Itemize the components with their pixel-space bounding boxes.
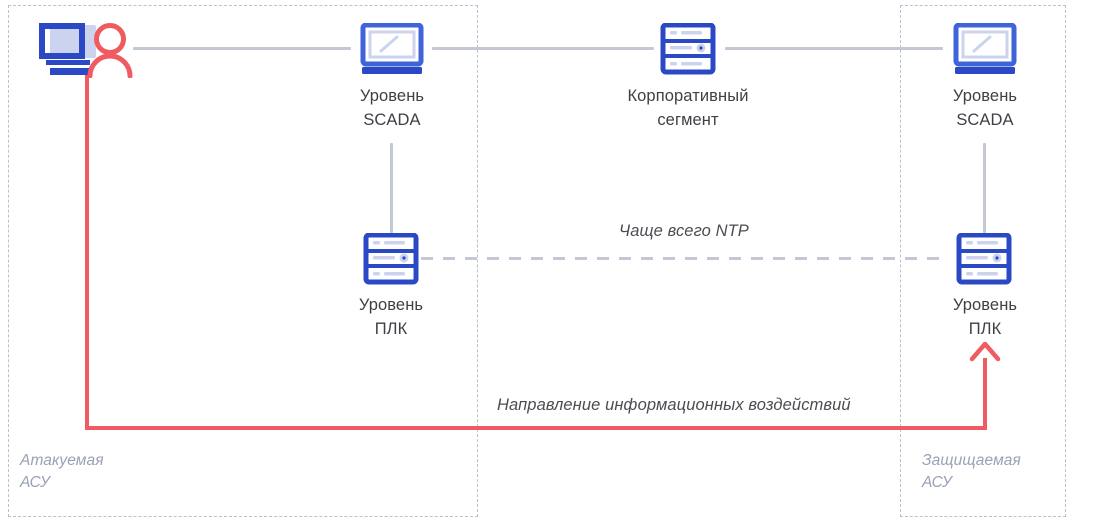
node-label-scada-left: Уровень SCADA xyxy=(359,87,425,129)
connector-scada-right-to-plc-right xyxy=(983,143,986,233)
annotation-attack-direction: Направление информационных воздействий xyxy=(497,396,851,414)
connector-scada-left-to-corporate xyxy=(432,47,654,50)
zone-label-protected: Защищаемая АСУ xyxy=(922,452,1021,491)
annotation-ntp: Чаще всего NTP xyxy=(619,222,749,240)
plc-server-icon-left xyxy=(363,233,419,285)
attacker-workstation-icon xyxy=(39,23,133,78)
attack-path-vertical-right xyxy=(983,358,987,428)
attack-path-horizontal-bottom xyxy=(85,426,987,430)
connector-attacker-to-scada-left xyxy=(133,47,351,50)
zone-attacked-ics xyxy=(8,5,478,517)
connector-ntp-dashed-link xyxy=(421,257,948,260)
zone-protected-ics xyxy=(900,5,1066,517)
zone-label-attacked: Атакуемая АСУ xyxy=(20,452,104,491)
attack-arrowhead-icon xyxy=(969,342,1001,362)
plc-server-icon-right xyxy=(956,233,1012,285)
node-label-plc-right: Уровень ПЛК xyxy=(952,296,1018,338)
corporate-server-icon xyxy=(660,23,716,75)
scada-laptop-icon-left xyxy=(360,23,424,74)
scada-laptop-icon-right xyxy=(953,23,1017,74)
node-label-scada-right: Уровень SCADA xyxy=(952,87,1018,129)
attack-path-vertical-left xyxy=(85,72,89,430)
connector-corporate-to-scada-right xyxy=(725,47,943,50)
node-label-plc-left: Уровень ПЛК xyxy=(358,296,424,338)
connector-scada-left-to-plc-left xyxy=(390,143,393,233)
node-label-corporate: Корпоративный сегмент xyxy=(627,87,749,129)
